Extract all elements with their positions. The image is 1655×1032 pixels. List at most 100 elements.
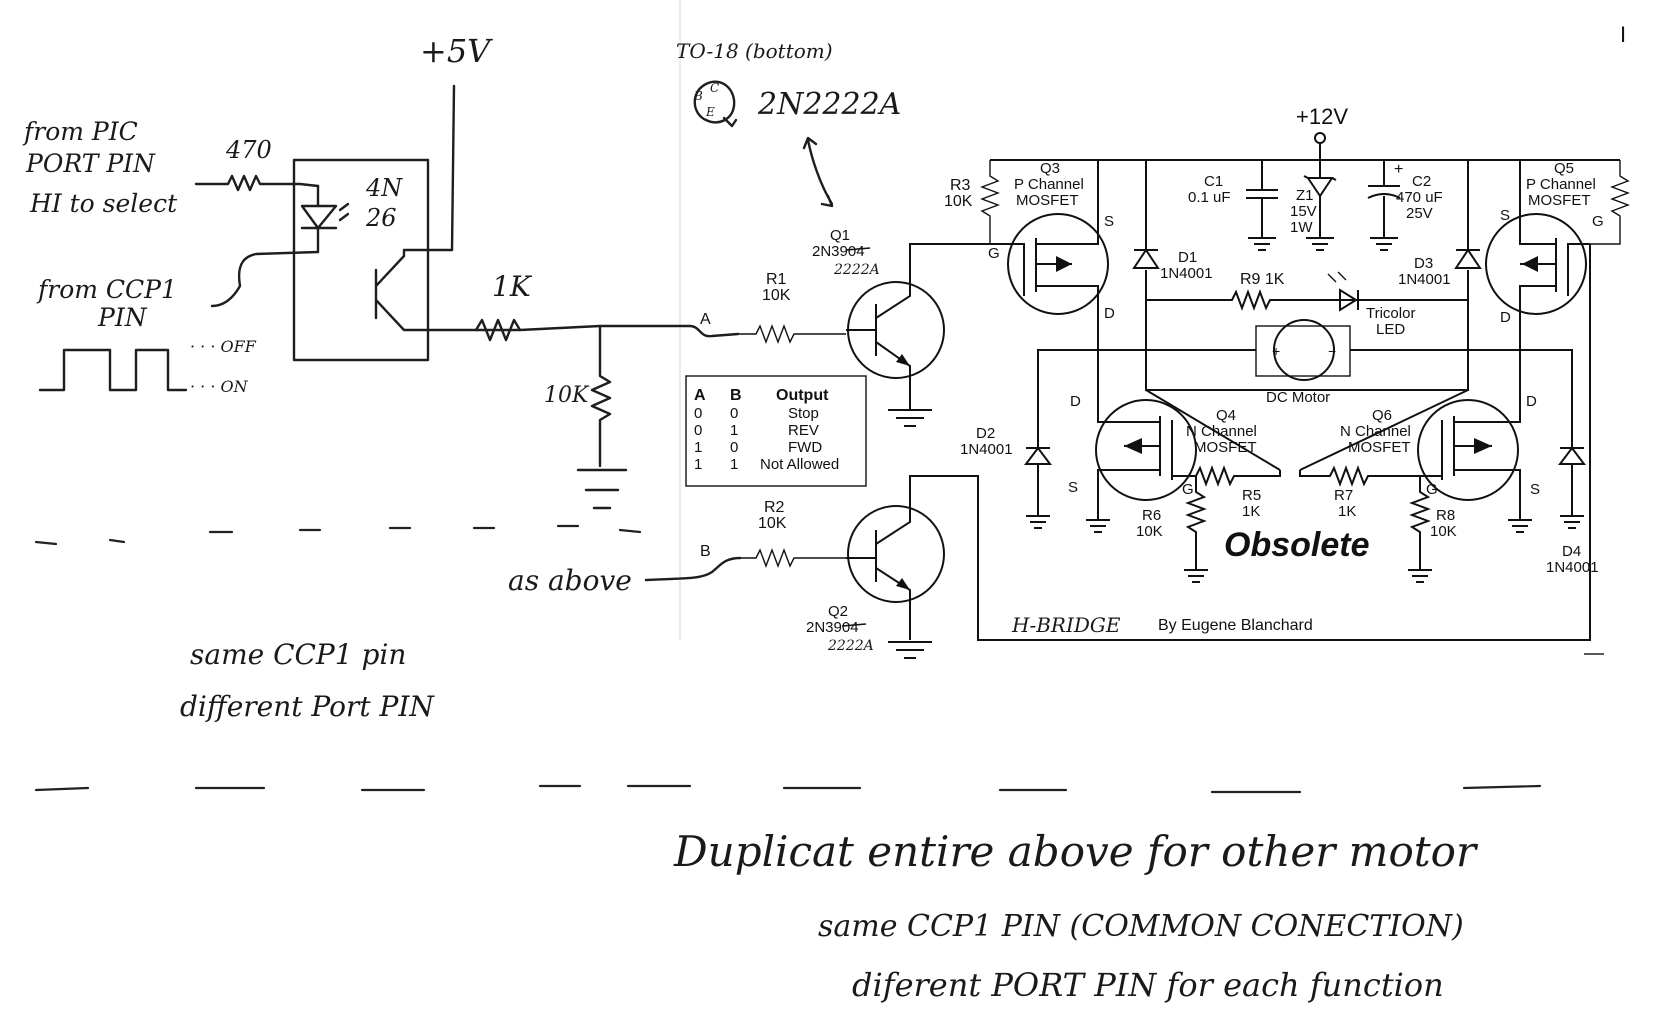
c1-value: 0.1 uF — [1188, 189, 1231, 206]
resistor-1k-label: 1K — [492, 270, 533, 303]
from-pic-label-line3: HI to select — [29, 189, 178, 218]
resistor-10k-label: 10K — [544, 383, 590, 408]
r3-name: R3 — [950, 177, 971, 194]
q2-name: Q2 — [828, 603, 848, 620]
input-a-label: A — [700, 311, 711, 328]
q6-n-mosfet — [1417, 399, 1519, 501]
svg-text:0: 0 — [694, 405, 702, 422]
motor-plus-terminal: + — [1272, 343, 1280, 359]
q6-type: N Channel — [1340, 423, 1411, 440]
d2-name: D2 — [976, 425, 995, 442]
r1-value: 10K — [762, 287, 791, 304]
svg-text:1: 1 — [694, 439, 702, 456]
q2-transistor — [847, 505, 945, 603]
d3-name: D3 — [1414, 255, 1433, 272]
q6-kind: MOSFET — [1348, 439, 1411, 456]
q4-source-pin: S — [1068, 479, 1078, 496]
d3-part: 1N4001 — [1398, 271, 1451, 288]
from-pic-label-line2: PORT PIN — [25, 149, 156, 178]
svg-text:0: 0 — [730, 439, 738, 456]
q4-drain-pin: D — [1070, 393, 1081, 410]
led-label-line2: LED — [1376, 321, 1405, 338]
truth-header-output: Output — [776, 387, 829, 404]
duplicate-note-line1: Duplicat entire above for other motor — [673, 827, 1479, 876]
to18-package-note: TO-18 (bottom) B C E 2N2222A — [676, 39, 901, 208]
r9-label: R9 1K — [1240, 271, 1285, 288]
svg-text:1: 1 — [730, 456, 738, 473]
q5-name: Q5 — [1554, 160, 1574, 177]
q5-type: P Channel — [1526, 176, 1596, 193]
q3-source-pin: S — [1104, 213, 1114, 230]
motor-label: DC Motor — [1266, 389, 1330, 406]
q3-type: P Channel — [1014, 176, 1084, 193]
q6-source-pin: S — [1530, 481, 1540, 498]
pin-c-label: C — [710, 81, 719, 95]
duplicate-note-line2: same CCP1 PIN (COMMON CONECTION) — [818, 909, 1464, 944]
q2-part: 2N3904 — [806, 619, 859, 636]
h-bridge: +12V R3 10K Q3 P Channel MOSFET S G D Q5… — [944, 104, 1630, 655]
truth-row: 1 0 FWD — [694, 439, 822, 456]
z1-power: 1W — [1290, 219, 1313, 236]
opto-label-line2: 26 — [365, 204, 397, 232]
q5-source-pin: S — [1500, 207, 1510, 224]
d2-part: 1N4001 — [960, 441, 1013, 458]
handwritten-input-stage: +5V from PIC PORT PIN HI to select 470 4… — [22, 32, 740, 510]
q5-p-mosfet — [1485, 213, 1587, 315]
r8-name: R8 — [1436, 507, 1455, 524]
z1-voltage: 15V — [1290, 203, 1317, 220]
truth-row: 0 1 REV — [694, 422, 819, 439]
c2-value: 470 uF — [1396, 189, 1443, 206]
duplicate-note-line3: diferent PORT PIN for each function — [852, 966, 1444, 1004]
d1-part: 1N4001 — [1160, 265, 1213, 282]
q6-drain-pin: D — [1526, 393, 1537, 410]
q5-kind: MOSFET — [1528, 192, 1591, 209]
supply-5v-label: +5V — [420, 32, 493, 70]
obsolete-stamp: Obsolete — [1224, 526, 1369, 564]
c2-plus: + — [1394, 161, 1403, 178]
svg-text:1: 1 — [694, 456, 702, 473]
q4-kind: MOSFET — [1194, 439, 1257, 456]
truth-table: A B Output 0 0 Stop 0 1 REV 1 0 FWD 1 1 … — [685, 375, 867, 487]
input-b-label: B — [700, 543, 711, 560]
dashed-separator — [34, 784, 1542, 794]
q3-p-mosfet — [1007, 213, 1109, 315]
svg-text:Not Allowed: Not Allowed — [760, 456, 839, 473]
supply-12v-label: +12V — [1296, 104, 1348, 129]
q3-drain-pin: D — [1104, 305, 1115, 322]
truth-header-a: A — [694, 387, 706, 404]
to18-label: TO-18 (bottom) — [676, 39, 833, 63]
q6-name: Q6 — [1372, 407, 1392, 424]
r7-value: 1K — [1338, 503, 1356, 520]
r2-name: R2 — [764, 499, 785, 516]
pin-e-label: E — [705, 105, 715, 119]
q5-gate-pin: G — [1592, 213, 1604, 230]
corner-mark: I — [1620, 22, 1626, 47]
q1-part-correction: 2222A — [833, 262, 880, 278]
motor-minus-terminal: − — [1328, 343, 1336, 359]
from-ccp-label-line1: from CCP1 — [36, 275, 177, 304]
q1-part: 2N3904 — [812, 243, 865, 260]
r6-value: 10K — [1136, 523, 1163, 540]
q3-gate-pin: G — [988, 245, 1000, 262]
c1-name: C1 — [1204, 173, 1223, 190]
r6-name: R6 — [1142, 507, 1161, 524]
author-credit: By Eugene Blanchard — [1158, 617, 1313, 634]
truth-row: 1 1 Not Allowed — [694, 456, 839, 473]
truth-row: 0 0 Stop — [694, 405, 819, 422]
r8-value: 10K — [1430, 523, 1457, 540]
svg-text:0: 0 — [730, 405, 738, 422]
q4-type: N Channel — [1186, 423, 1257, 440]
svg-text:Stop: Stop — [788, 405, 819, 422]
q4-n-mosfet — [1095, 399, 1197, 501]
q4-gate-pin: G — [1182, 481, 1194, 498]
handwritten-notes: as above same CCP1 pin different Port PI… — [34, 524, 1542, 1004]
from-ccp-label-line2: PIN — [97, 303, 148, 332]
q2-part-correction: 2222A — [827, 638, 874, 654]
q5-drain-pin: D — [1500, 309, 1511, 326]
as-above-note: as above — [508, 564, 632, 597]
optocoupler-4n26 — [292, 158, 430, 362]
c2-name: C2 — [1412, 173, 1431, 190]
off-label: · · · OFF — [190, 337, 257, 356]
part-2n2222a-label: 2N2222A — [757, 87, 901, 122]
